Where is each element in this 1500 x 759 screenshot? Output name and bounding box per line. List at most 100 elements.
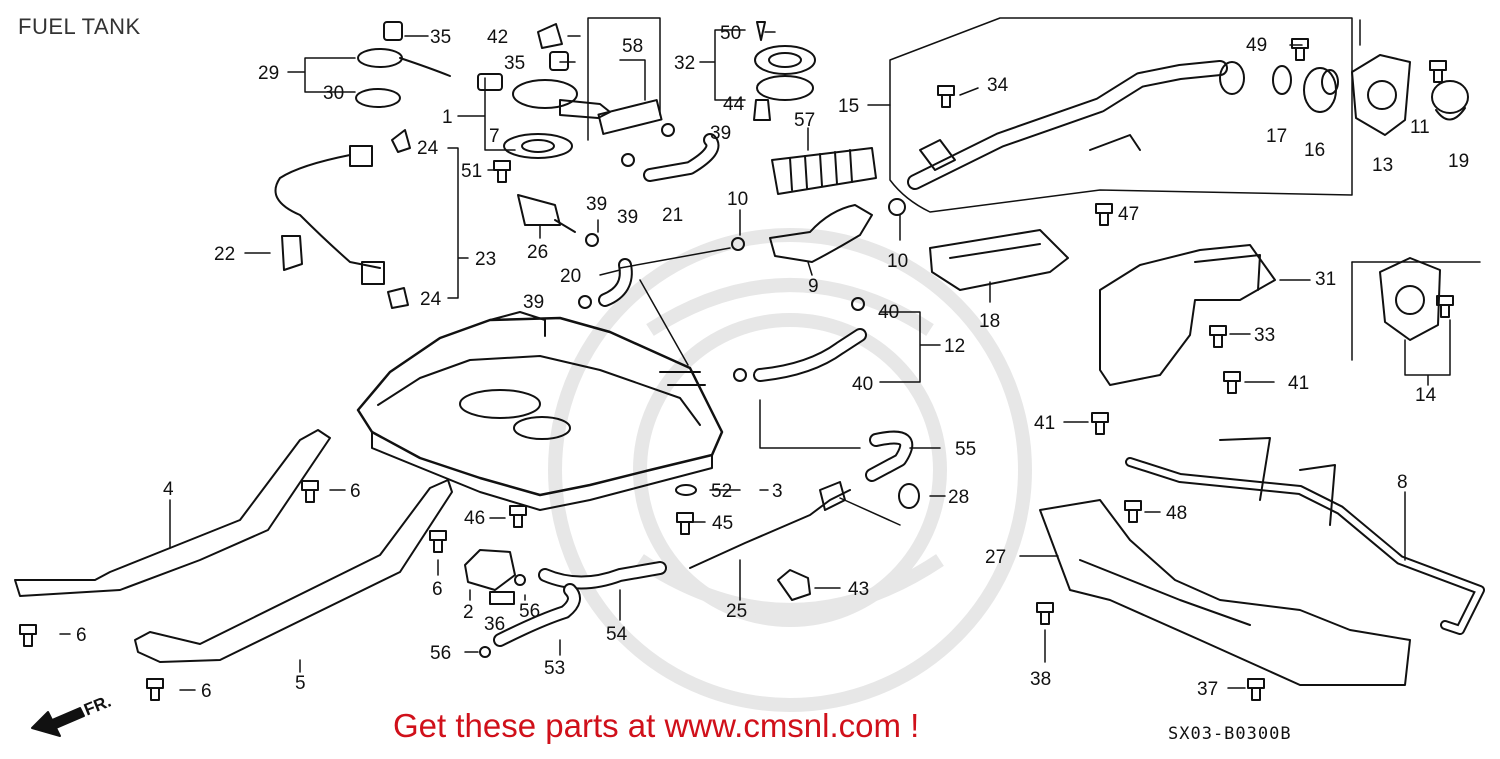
label-42: 42 (487, 27, 508, 48)
parts-ad-link[interactable]: Get these parts at www.cmsnl.com ! (393, 707, 920, 744)
pipe-assembly-8 (1125, 437, 1485, 635)
label-39c: 39 (617, 207, 638, 228)
label-20: 20 (560, 266, 581, 287)
filler-lid-14 (1351, 257, 1481, 361)
label-47: 47 (1118, 204, 1139, 225)
label-41b: 41 (1034, 413, 1055, 434)
label-21: 21 (662, 205, 683, 226)
skid-plate-27 (1039, 499, 1411, 686)
label-26: 26 (527, 242, 548, 263)
label-39d: 39 (523, 292, 544, 313)
bolt-51 (493, 160, 511, 183)
label-17: 17 (1266, 126, 1287, 147)
hose-clamps (479, 123, 906, 658)
label-6d: 6 (201, 681, 212, 702)
clip-42 (537, 23, 563, 49)
label-8: 8 (1397, 472, 1408, 493)
clip-24 (387, 129, 411, 309)
hose-55 (865, 430, 914, 482)
label-9: 9 (808, 276, 819, 297)
label-14: 14 (1415, 385, 1437, 406)
heat-shield-31 (1099, 244, 1276, 386)
clamp-17 (1272, 65, 1292, 95)
label-15: 15 (838, 96, 859, 117)
bolt-49 (1291, 38, 1309, 61)
hose-20 (598, 258, 633, 307)
label-18: 18 (979, 311, 1000, 332)
label-39b: 39 (586, 194, 607, 215)
label-24b: 24 (420, 289, 442, 310)
label-51: 51 (461, 161, 482, 182)
label-4: 4 (163, 479, 174, 500)
label-1: 1 (442, 107, 453, 128)
bolt-38 (1036, 602, 1054, 625)
bracket-18 (929, 229, 1069, 291)
bolt-41b (1091, 412, 1109, 435)
grommet-28 (898, 483, 920, 509)
part-number-labels: 35 42 50 49 29 30 35 58 32 34 15 44 11 1… (76, 23, 1469, 702)
label-12: 12 (944, 336, 965, 357)
label-56b: 56 (430, 643, 451, 664)
tank-strap-4 (14, 429, 331, 597)
label-43: 43 (848, 579, 869, 600)
bolt-34 (937, 85, 955, 108)
bolt-6a (301, 480, 319, 503)
label-16: 16 (1304, 140, 1325, 161)
wire-harness (274, 145, 385, 285)
filler-base-13 (1351, 54, 1411, 136)
diagram-code: SX03-B0300B (1168, 724, 1292, 744)
label-57: 57 (794, 110, 815, 131)
bolt-45 (676, 512, 694, 535)
label-2: 2 (463, 602, 474, 623)
sending-unit (355, 48, 503, 108)
bolt-37 (1247, 678, 1265, 701)
label-6b: 6 (432, 579, 443, 600)
label-55: 55 (955, 439, 976, 460)
label-10a: 10 (727, 189, 748, 210)
label-35b: 35 (504, 53, 525, 74)
label-39a: 39 (710, 123, 731, 144)
ring-32 (754, 45, 816, 101)
bolt-6b (429, 530, 447, 553)
label-44: 44 (723, 94, 745, 115)
hose-12 (753, 328, 867, 382)
screw-50 (756, 21, 766, 41)
label-28: 28 (948, 487, 969, 508)
hose-53 (493, 583, 581, 647)
clip-26 (517, 194, 576, 233)
label-3: 3 (772, 481, 783, 502)
bolt-48 (1124, 500, 1142, 523)
label-6c: 6 (76, 625, 87, 646)
bolt-47 (1095, 203, 1113, 226)
label-35a: 35 (430, 27, 451, 48)
bracket-36 (489, 591, 515, 605)
label-40b: 40 (852, 374, 873, 395)
label-31: 31 (1315, 269, 1336, 290)
label-22: 22 (214, 244, 235, 265)
label-52: 52 (711, 481, 732, 502)
label-50: 50 (720, 23, 741, 44)
label-45: 45 (712, 513, 733, 534)
bolt-6c (19, 624, 37, 647)
washer-52 (675, 484, 697, 496)
label-25: 25 (726, 601, 747, 622)
grommet-16 (1303, 67, 1339, 113)
bolt-46 (509, 505, 527, 528)
label-32: 32 (674, 53, 695, 74)
label-7: 7 (489, 126, 500, 147)
fuel-pump-assembly (503, 79, 663, 159)
label-27: 27 (985, 547, 1006, 568)
label-6a: 6 (350, 481, 361, 502)
label-54: 54 (606, 624, 628, 645)
label-33: 33 (1254, 325, 1275, 346)
label-23: 23 (475, 249, 496, 270)
clip-43 (777, 569, 811, 601)
breather-hose-57 (771, 147, 877, 195)
label-53: 53 (544, 658, 565, 679)
label-24a: 24 (417, 138, 439, 159)
label-37: 37 (1197, 679, 1218, 700)
bolt-6d (146, 678, 164, 701)
fuel-tank (356, 311, 724, 511)
label-10b: 10 (887, 251, 908, 272)
